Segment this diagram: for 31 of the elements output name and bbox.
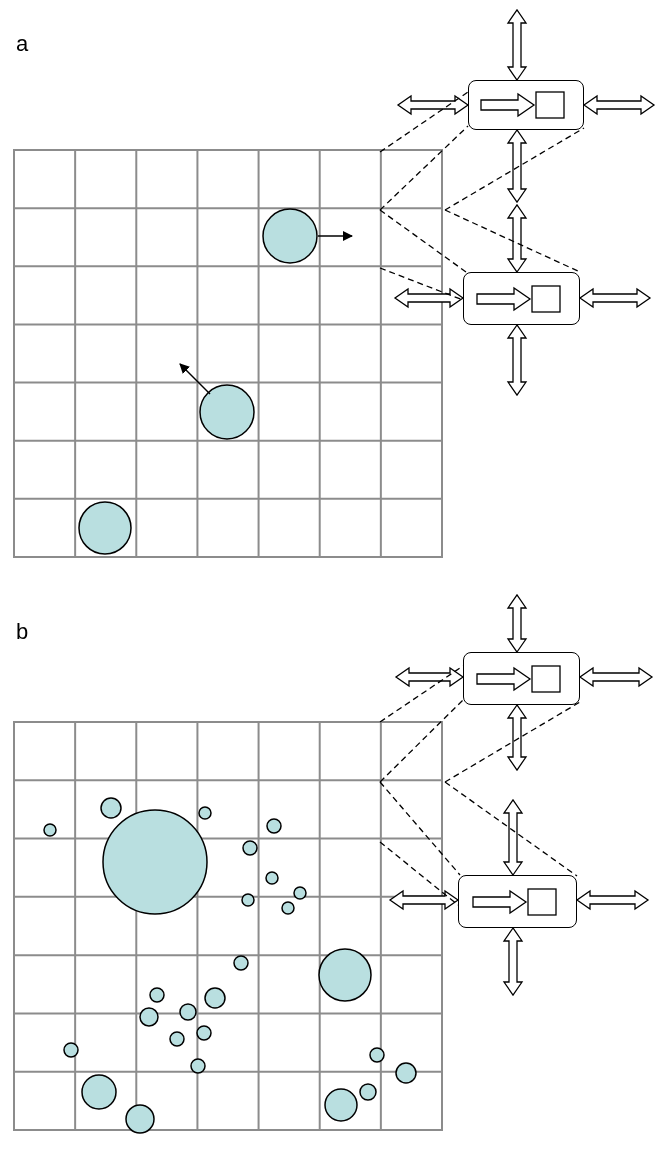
dashed-zoom-line: [444, 127, 585, 211]
dashed-zoom-line: [379, 125, 469, 211]
double-arrow: [502, 926, 524, 997]
double-arrow: [506, 128, 528, 204]
dashed-zoom-line: [379, 209, 467, 273]
process-box: [463, 272, 580, 325]
double-arrow: [502, 798, 524, 877]
double-arrow: [396, 94, 470, 116]
double-arrow: [388, 889, 460, 911]
dashed-zoom-line: [444, 781, 578, 877]
double-arrow: [506, 8, 528, 82]
process-box: [468, 80, 584, 130]
dashed-zoom-line: [379, 699, 464, 783]
dashed-zoom-line: [379, 91, 469, 153]
panel-label: a: [16, 32, 29, 56]
double-arrow: [506, 593, 528, 654]
double-arrow: [506, 203, 528, 274]
double-arrow: [394, 666, 465, 688]
double-arrow: [578, 666, 654, 688]
double-arrow: [393, 287, 465, 309]
process-box: [458, 875, 577, 928]
process-box: [463, 652, 580, 705]
panel-label: b: [16, 620, 29, 644]
double-arrow: [575, 889, 650, 911]
double-arrow: [506, 323, 528, 397]
dashed-zoom-line: [379, 781, 461, 876]
double-arrow: [506, 703, 528, 772]
double-arrow: [578, 287, 652, 309]
dashed-zoom-line: [444, 209, 581, 273]
dashed-zoom-line: [444, 701, 581, 783]
double-arrow: [582, 94, 656, 116]
